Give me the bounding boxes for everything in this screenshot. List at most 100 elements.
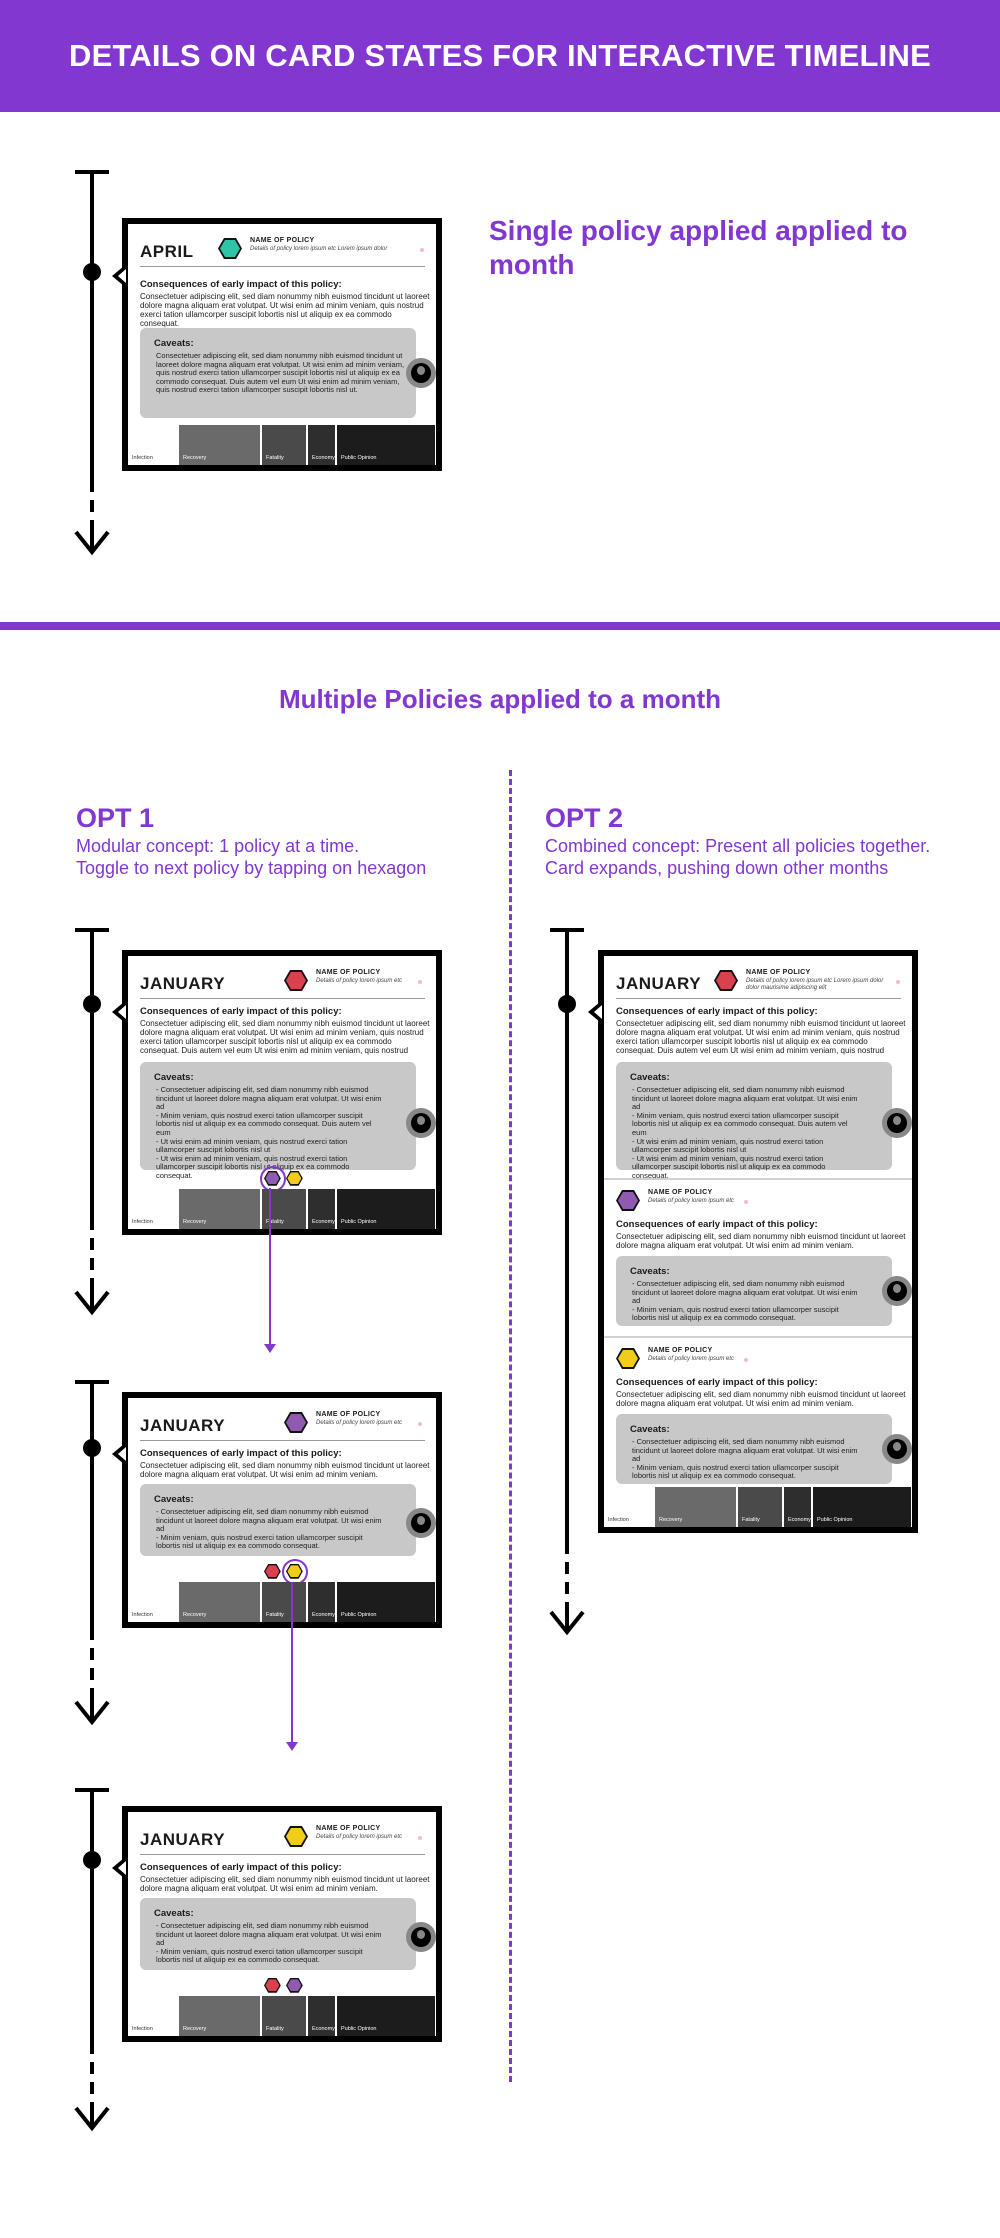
- timeline-line: [90, 1788, 94, 2042]
- avatar-icon[interactable]: [882, 1276, 912, 1306]
- hex-fill: [287, 1172, 302, 1185]
- caveats-box: Caveats:- Consectetuer adipiscing elit, …: [140, 1062, 416, 1180]
- tab-fatality[interactable]: Fatality: [262, 1582, 308, 1622]
- tab-recovery[interactable]: Recovery: [179, 1582, 262, 1622]
- avatar-icon[interactable]: [882, 1434, 912, 1464]
- policy-toggle-red[interactable]: [264, 1978, 281, 1993]
- timeline-opt1-2: [73, 1380, 113, 1740]
- consequences-text: Consectetuer adipiscing elit, sed diam n…: [140, 1019, 430, 1055]
- tab-public-opinion[interactable]: Public Opinion: [337, 1996, 435, 2036]
- avatar-icon[interactable]: [406, 358, 436, 388]
- tab-label: Infection: [132, 2026, 153, 2032]
- tab-recovery[interactable]: Recovery: [179, 425, 262, 465]
- tab-infection[interactable]: Infection: [128, 1582, 179, 1622]
- avatar-head: [417, 1516, 425, 1525]
- policy-detail: Details of policy lorem ipsum etc: [316, 978, 403, 984]
- policy-hexagon-button[interactable]: [616, 1190, 640, 1211]
- caveats-title: Caveats:: [630, 1424, 670, 1435]
- policy-hexagon-button[interactable]: [218, 238, 242, 259]
- tab-economy[interactable]: Economy: [308, 1996, 337, 2036]
- tab-infection[interactable]: Infection: [604, 1487, 655, 1527]
- policy-detail: Details of policy lorem ipsum etc Lorem …: [746, 978, 884, 984]
- policy-hexagon-button[interactable]: [616, 1348, 640, 1369]
- avatar-icon[interactable]: [406, 1508, 436, 1538]
- timeline-opt2: [548, 928, 588, 1650]
- avatar-head: [893, 1116, 901, 1125]
- tab-label: Fatality: [266, 455, 284, 461]
- tab-economy[interactable]: Economy: [308, 425, 337, 465]
- pink-marker: [418, 1836, 422, 1840]
- timeline-line: [565, 928, 569, 1542]
- tab-recovery[interactable]: Recovery: [655, 1487, 738, 1527]
- page-title: DETAILS ON CARD STATES FOR INTERACTIVE T…: [69, 38, 931, 73]
- consequences-text: Consectetuer adipiscing elit, sed diam n…: [140, 1875, 430, 1893]
- flow-connector: [269, 1188, 271, 1344]
- hex-fill: [220, 240, 240, 257]
- tab-fatality[interactable]: Fatality: [738, 1487, 784, 1527]
- avatar-icon[interactable]: [406, 1922, 436, 1952]
- policy-toggle-yellow[interactable]: [286, 1564, 303, 1579]
- avatar-icon[interactable]: [406, 1108, 436, 1138]
- tab-economy[interactable]: Economy: [308, 1582, 337, 1622]
- policy-hexagon-button[interactable]: [284, 1826, 308, 1847]
- opt1-line1: Modular concept: 1 policy at a time.: [76, 836, 360, 856]
- policy-hexagon-button[interactable]: [284, 970, 308, 991]
- policy-toggle-yellow[interactable]: [286, 1171, 303, 1186]
- timeline-dot: [83, 263, 101, 281]
- header-bar: DETAILS ON CARD STATES FOR INTERACTIVE T…: [0, 0, 1000, 112]
- policy-name: NAME OF POLICY: [250, 237, 315, 244]
- timeline-line: [90, 928, 94, 1218]
- policy-hexagon-button[interactable]: [714, 970, 738, 991]
- consequences-text: Consectetuer adipiscing elit, sed diam n…: [616, 1390, 906, 1408]
- policy-detail: Details of policy lorem ipsum etc: [648, 1198, 735, 1204]
- tab-fatality[interactable]: Fatality: [262, 425, 308, 465]
- caveats-text: - Consectetuer adipiscing elit, sed diam…: [156, 1921, 382, 1965]
- tab-economy[interactable]: Economy: [784, 1487, 813, 1527]
- timeline-dot: [83, 995, 101, 1013]
- tab-recovery[interactable]: Recovery: [179, 1996, 262, 2036]
- avatar-head: [417, 1930, 425, 1939]
- avatar-icon[interactable]: [882, 1108, 912, 1138]
- tab-label: Recovery: [183, 2026, 207, 2032]
- tab-public-opinion[interactable]: Public Opinion: [337, 1582, 435, 1622]
- timeline-dash: [90, 1628, 94, 1710]
- month-label: JANUARY: [140, 1416, 226, 1435]
- avatar-head: [893, 1442, 901, 1451]
- hex-fill: [286, 1828, 306, 1845]
- tab-fatality[interactable]: Fatality: [262, 1996, 308, 2036]
- timeline-dash: [90, 480, 94, 540]
- tab-public-opinion[interactable]: Public Opinion: [337, 425, 435, 465]
- tab-recovery[interactable]: Recovery: [179, 1189, 262, 1229]
- tab-infection[interactable]: Infection: [128, 425, 179, 465]
- hex-fill: [286, 1414, 306, 1431]
- tab-label: Recovery: [183, 1612, 207, 1618]
- tab-infection[interactable]: Infection: [128, 1996, 179, 2036]
- tab-infection[interactable]: Infection: [128, 1189, 179, 1229]
- consequences-title: Consequences of early impact of this pol…: [616, 1006, 818, 1017]
- policy-name: NAME OF POLICY: [746, 969, 811, 976]
- timeline-dash: [90, 2042, 94, 2116]
- policy-toggle-purple[interactable]: [286, 1978, 303, 1993]
- tab-public-opinion[interactable]: Public Opinion: [813, 1487, 911, 1527]
- card-pointer-inner: [118, 1005, 126, 1019]
- tab-label: Infection: [608, 1517, 629, 1523]
- consequences-text: Consectetuer adipiscing elit, sed diam n…: [616, 1019, 906, 1055]
- tab-economy[interactable]: Economy: [308, 1189, 337, 1229]
- caveats-box: Caveats:- Consectetuer adipiscing elit, …: [616, 1414, 892, 1484]
- policy-toggle-red[interactable]: [264, 1564, 281, 1579]
- caveats-text: - Consectetuer adipiscing elit, sed diam…: [156, 1507, 382, 1551]
- caveats-title: Caveats:: [154, 338, 194, 349]
- pink-marker: [418, 1422, 422, 1426]
- consequences-title: Consequences of early impact of this pol…: [616, 1377, 818, 1388]
- policy-hexagon-button[interactable]: [284, 1412, 308, 1433]
- tab-public-opinion[interactable]: Public Opinion: [337, 1189, 435, 1229]
- policy-toggle-purple[interactable]: [264, 1171, 281, 1186]
